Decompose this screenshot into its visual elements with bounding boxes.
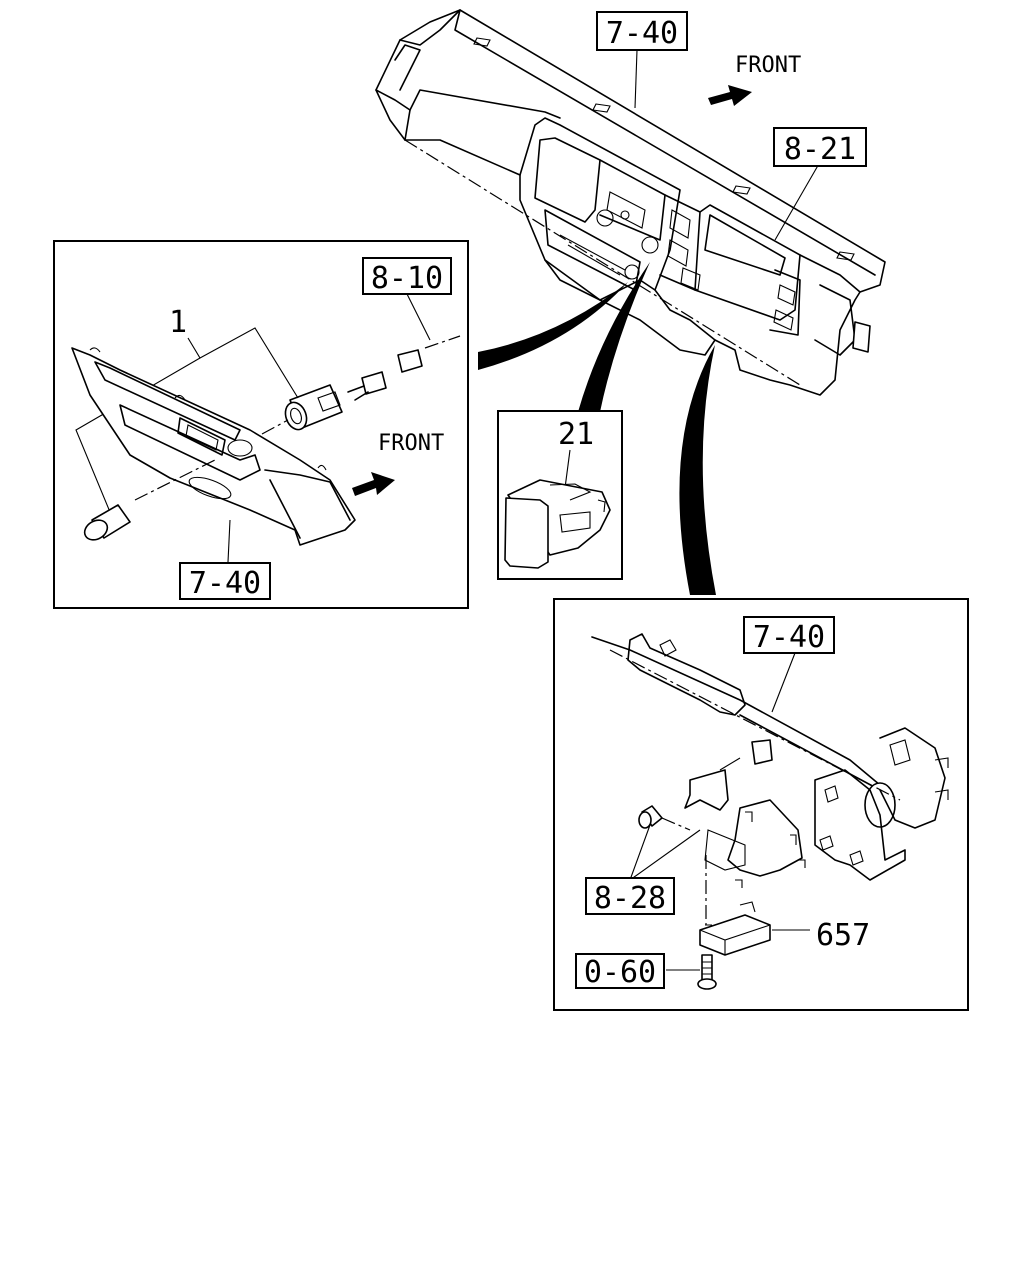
module-part-657 xyxy=(699,901,771,956)
ref-label-7-40: 7-40 xyxy=(753,620,825,655)
ref-box xyxy=(575,953,665,989)
ref-label-8-28: 8-28 xyxy=(594,881,666,916)
front-label: FRONT xyxy=(735,53,801,78)
trim-panel xyxy=(71,347,356,546)
ref-box xyxy=(743,616,835,654)
front-arrow-icon xyxy=(352,472,395,496)
front-label: FRONT xyxy=(378,431,444,456)
detail-frame-2 xyxy=(497,410,623,580)
lighter-knob xyxy=(83,459,216,541)
ref-box xyxy=(585,877,675,915)
leader-line xyxy=(634,49,638,109)
callout-wedge xyxy=(679,345,716,595)
part-label-1: 1 xyxy=(169,305,187,340)
ref-box xyxy=(596,11,688,51)
ref-label-8-21: 8-21 xyxy=(784,132,856,167)
callout-wedge xyxy=(478,282,628,370)
part-label-21: 21 xyxy=(558,417,594,452)
socket-connector xyxy=(261,335,461,435)
ref-box xyxy=(179,562,271,600)
ref-label-0-60: 0-60 xyxy=(584,955,656,990)
dashboard-assembly xyxy=(375,9,886,396)
ref-box xyxy=(773,127,867,167)
front-arrow-icon xyxy=(708,85,752,106)
detail-frame-1 xyxy=(53,240,469,609)
screw xyxy=(697,954,717,990)
support-bracket-assembly xyxy=(591,633,949,925)
ref-label-7-40: 7-40 xyxy=(189,566,261,601)
part-label-657: 657 xyxy=(816,918,870,953)
detail-frame-3 xyxy=(553,598,969,1011)
leader-line xyxy=(774,161,821,241)
callout-wedge xyxy=(578,262,650,412)
ref-label-8-10: 8-10 xyxy=(371,261,443,296)
ref-label-7-40: 7-40 xyxy=(606,16,678,51)
switch-part xyxy=(504,479,611,569)
